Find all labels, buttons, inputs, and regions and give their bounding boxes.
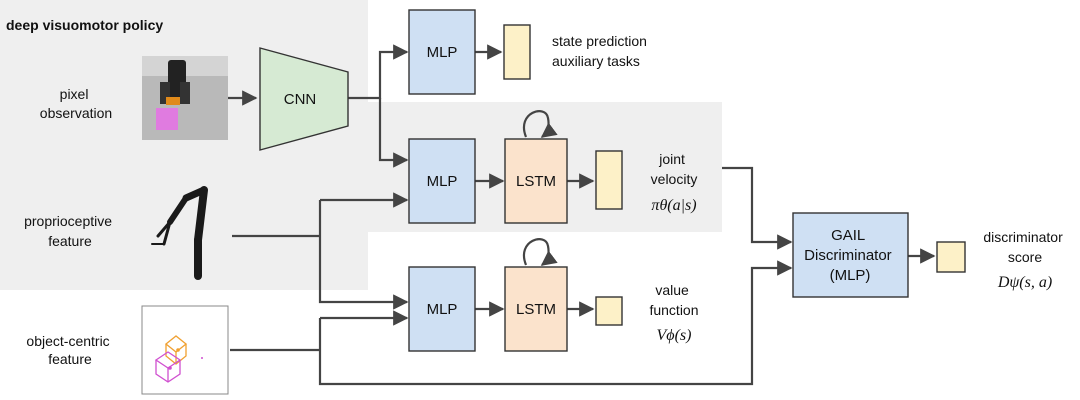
policy-title: deep visuomotor policy [6,17,163,33]
lstm-bot-block [504,266,568,352]
cnn-label: CNN [284,91,317,108]
gail-discriminator-block [792,212,909,298]
cnn-block [259,47,349,151]
pixel-observation-image [142,56,228,140]
mlp-top-label: MLP [427,44,458,61]
mlp-mid-label: MLP [427,173,458,190]
policy-math: πθ(a|s) [651,197,696,214]
state-output-block [503,24,531,80]
value-output-block [595,296,623,326]
mlp-top-block [408,9,476,95]
object-centric-image [141,305,229,395]
object-centric-feature-label: object-centric feature [26,333,113,367]
disc-math: Dψ(s, a) [997,274,1052,291]
state-prediction-label: state prediction auxiliary tasks [552,33,651,69]
lstm-mid-block [504,138,568,224]
connections [228,44,936,386]
mlp-mid-block [408,138,476,224]
pixel-observation-label: pixel observation [40,86,112,121]
joint-velocity-label: joint velocity [651,151,698,187]
disc-output-block [936,241,966,273]
lstm-mid-label: LSTM [516,173,556,190]
proprioceptive-feature-label: proprioceptive feature [24,213,116,249]
discriminator-score-label: discriminator score [983,229,1066,265]
mlp-bot-block [408,266,476,352]
lstm-bot-label: LSTM [516,301,556,318]
joint-output-block [595,150,623,210]
gail-label: GAIL Discriminator (MLP) [804,227,896,284]
value-math: Vϕ(s) [657,327,692,344]
robot-arm-image [151,186,208,280]
mlp-bot-label: MLP [427,301,458,318]
value-function-label: value function [649,282,698,318]
